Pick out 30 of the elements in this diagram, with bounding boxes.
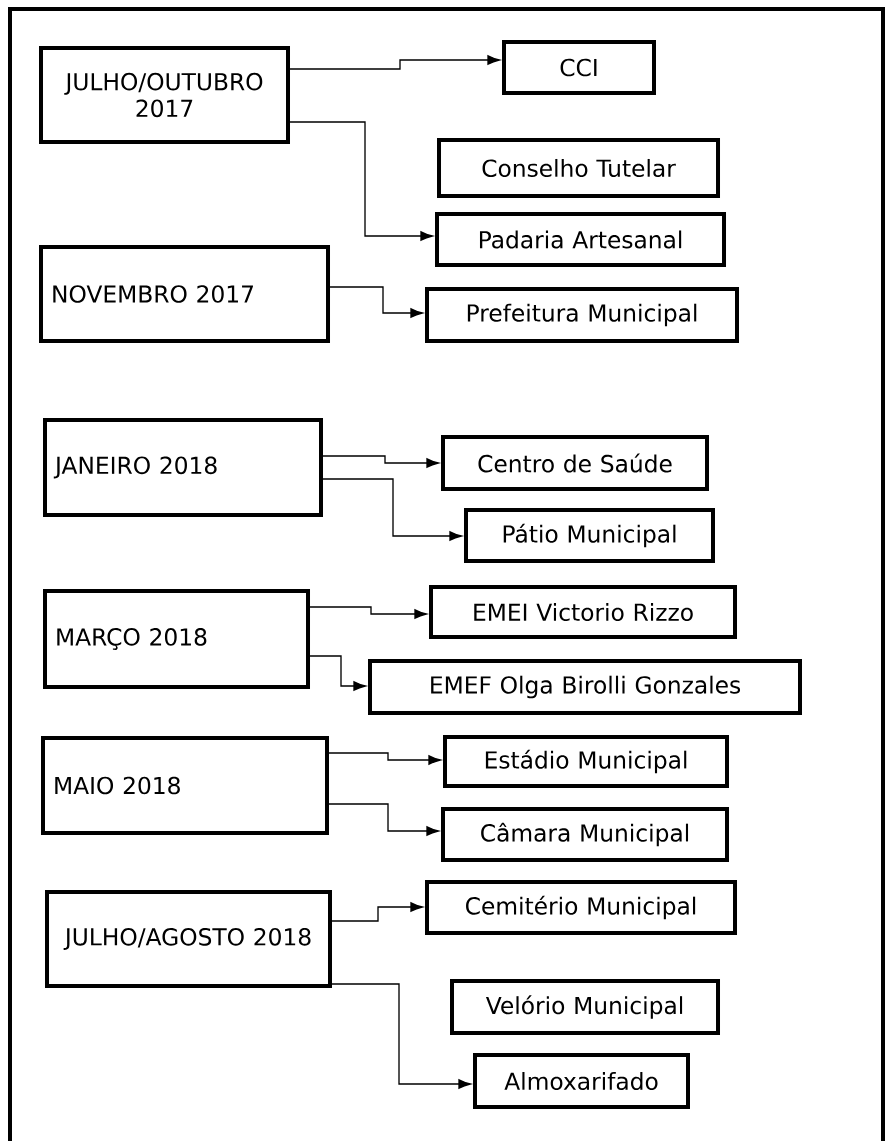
arrow — [329, 286, 423, 318]
period-box: JULHO/OUTUBRO 2017 — [39, 46, 290, 144]
arrow — [331, 983, 471, 1089]
arrow — [289, 55, 500, 70]
period-box: JANEIRO 2018 — [43, 418, 323, 517]
place-box: Prefeitura Municipal — [425, 287, 739, 343]
place-box: CCI — [502, 40, 656, 95]
place-box: Centro de Saúde — [441, 435, 709, 491]
place-box: Padaria Artesanal — [435, 212, 726, 267]
place-box: Cemitério Municipal — [425, 880, 737, 935]
place-box: Câmara Municipal — [441, 807, 729, 862]
arrow — [289, 121, 433, 241]
place-box: Velório Municipal — [450, 979, 720, 1035]
arrow — [322, 455, 439, 468]
place-box: Estádio Municipal — [443, 735, 729, 788]
period-box: NOVEMBRO 2017 — [39, 245, 330, 343]
place-box: Pátio Municipal — [464, 508, 715, 563]
period-box: MARÇO 2018 — [43, 589, 310, 689]
place-box: EMEF Olga Birolli Gonzales — [368, 659, 802, 715]
arrow — [309, 655, 366, 691]
period-box: MAIO 2018 — [41, 736, 329, 835]
arrow — [322, 478, 462, 541]
arrow — [309, 606, 427, 619]
place-box: Almoxarifado — [473, 1053, 690, 1109]
place-box: EMEI Victorio Rizzo — [429, 585, 737, 639]
place-box: Conselho Tutelar — [437, 138, 720, 198]
arrow — [328, 803, 439, 836]
period-box: JULHO/AGOSTO 2018 — [45, 890, 332, 988]
arrow — [328, 752, 441, 765]
arrow — [331, 902, 423, 922]
